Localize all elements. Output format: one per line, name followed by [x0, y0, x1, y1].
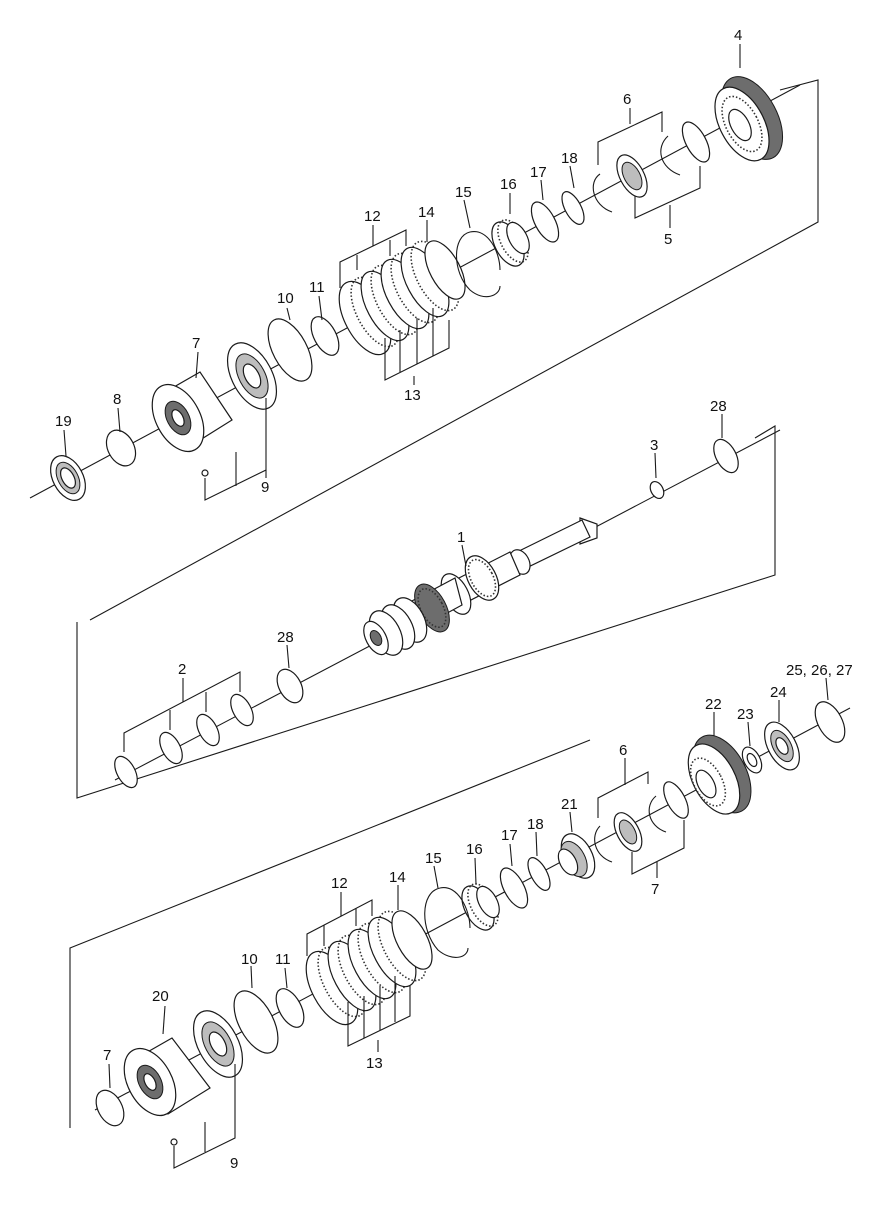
- part-7-ring-lower-right: [663, 781, 689, 819]
- label-10-lower: 10: [241, 951, 258, 968]
- label-4: 4: [734, 27, 742, 44]
- label-25-26-27: 25, 26, 27: [786, 662, 853, 679]
- label-5: 5: [664, 231, 672, 248]
- part-7-clutch-drum: [151, 371, 233, 453]
- part-5-ring: [681, 121, 711, 163]
- part-6-snap-ring: [592, 173, 613, 213]
- part-15-snap-ring: [456, 231, 501, 298]
- part-9-ball-lower: [170, 1138, 178, 1146]
- label-13: 13: [404, 387, 421, 404]
- part-6-bearing-lower: [613, 812, 643, 852]
- label-23: 23: [737, 706, 754, 723]
- upper-leader-lines: [63, 44, 741, 501]
- label-9: 9: [261, 479, 269, 496]
- label-15-lower: 15: [425, 850, 442, 867]
- part-28-ring-lower: [276, 668, 304, 704]
- part-10-seal-ring: [267, 318, 313, 382]
- label-16-lower: 16: [466, 841, 483, 858]
- part-6-snap-ring-2: [660, 135, 681, 176]
- part-4-gear: [714, 76, 784, 162]
- label-21: 21: [561, 796, 578, 813]
- shaft-leader-lines: [123, 414, 723, 752]
- part-7-ring-lower-left: [95, 1089, 125, 1127]
- label-2: 2: [178, 661, 186, 678]
- label-19: 19: [55, 413, 72, 430]
- label-16: 16: [500, 176, 517, 193]
- label-3: 3: [650, 437, 658, 454]
- part-12-13-clutch-pack: [338, 240, 466, 356]
- label-17: 17: [530, 164, 547, 181]
- part-25-26-27-ring: [814, 701, 846, 743]
- part-9-piston-lower: [192, 1010, 244, 1078]
- label-14-lower: 14: [389, 869, 406, 886]
- part-3-ring: [649, 480, 665, 500]
- part-6-snap-ring-lower-b: [594, 825, 613, 863]
- part-23-washer: [741, 746, 763, 774]
- part-15-snap-ring-lower: [424, 887, 471, 958]
- label-18-lower: 18: [527, 816, 544, 833]
- part-21-sleeve: [557, 833, 596, 879]
- label-17-lower: 17: [501, 827, 518, 844]
- label-28-top: 28: [710, 398, 727, 415]
- part-2-ring-b: [196, 713, 220, 747]
- label-6: 6: [623, 91, 631, 108]
- label-7-lower-left: 7: [103, 1047, 111, 1064]
- part-9-ball: [201, 469, 209, 477]
- part-6-snap-ring-lower-a: [648, 795, 667, 833]
- part-22-gear: [687, 734, 752, 815]
- part-5-bearing: [616, 154, 648, 198]
- part-18-snap-ring-lower: [527, 857, 551, 891]
- lower-assembly-outline: [69, 739, 591, 1128]
- part-12-13-clutch-pack-lower: [305, 910, 433, 1026]
- part-2-ring-d: [114, 755, 138, 789]
- shaft-assembly-outline: [76, 425, 776, 799]
- part-16-spring: [491, 219, 530, 267]
- label-24: 24: [770, 684, 787, 701]
- part-19-bearing: [50, 455, 86, 501]
- label-10: 10: [277, 290, 294, 307]
- label-1: 1: [457, 529, 465, 546]
- label-9-lower: 9: [230, 1155, 238, 1172]
- lower-leader-lines: [108, 677, 829, 1169]
- label-11-lower: 11: [275, 951, 291, 968]
- part-2-ring-c: [159, 731, 183, 765]
- part-10-seal-ring-lower: [233, 990, 279, 1054]
- part-11-seal-ring-lower: [275, 988, 305, 1028]
- label-18: 18: [561, 150, 578, 167]
- label-13-lower: 13: [366, 1055, 383, 1072]
- part-24-bearing: [764, 721, 800, 771]
- part-9-piston: [226, 342, 278, 410]
- part-16-spring-lower: [461, 883, 500, 931]
- label-15: 15: [455, 184, 472, 201]
- label-6-lower: 6: [619, 742, 627, 759]
- label-22: 22: [705, 696, 722, 713]
- label-12: 12: [364, 208, 381, 225]
- part-2-ring-a: [230, 693, 254, 727]
- part-11-seal-ring: [310, 316, 340, 356]
- part-1-main-shaft: [363, 517, 598, 656]
- part-17-ring-lower: [499, 867, 529, 909]
- part-18-snap-ring: [561, 191, 585, 225]
- label-11: 11: [309, 279, 325, 296]
- label-20: 20: [152, 988, 169, 1005]
- label-7: 7: [192, 335, 200, 352]
- label-8: 8: [113, 391, 121, 408]
- label-7-lower-right: 7: [651, 881, 659, 898]
- part-8-ring: [105, 429, 137, 467]
- part-28-ring-upper: [713, 438, 739, 474]
- label-12-lower: 12: [331, 875, 348, 892]
- label-14: 14: [418, 204, 435, 221]
- part-20-clutch-drum: [123, 1037, 211, 1117]
- label-28-mid: 28: [277, 629, 294, 646]
- part-17-ring: [530, 201, 560, 243]
